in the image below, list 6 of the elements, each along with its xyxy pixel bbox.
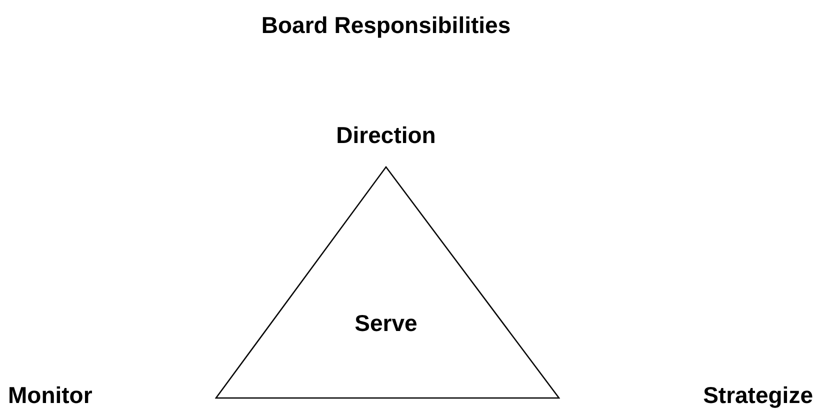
vertex-label: Direction [335,121,437,150]
vertex-label: Strategize [702,381,813,410]
node-label: Serve [354,309,418,338]
vertex-label: Monitor [8,381,94,410]
diagram-title: Board Responsibilities [260,11,512,40]
triangle-shape [215,166,560,399]
